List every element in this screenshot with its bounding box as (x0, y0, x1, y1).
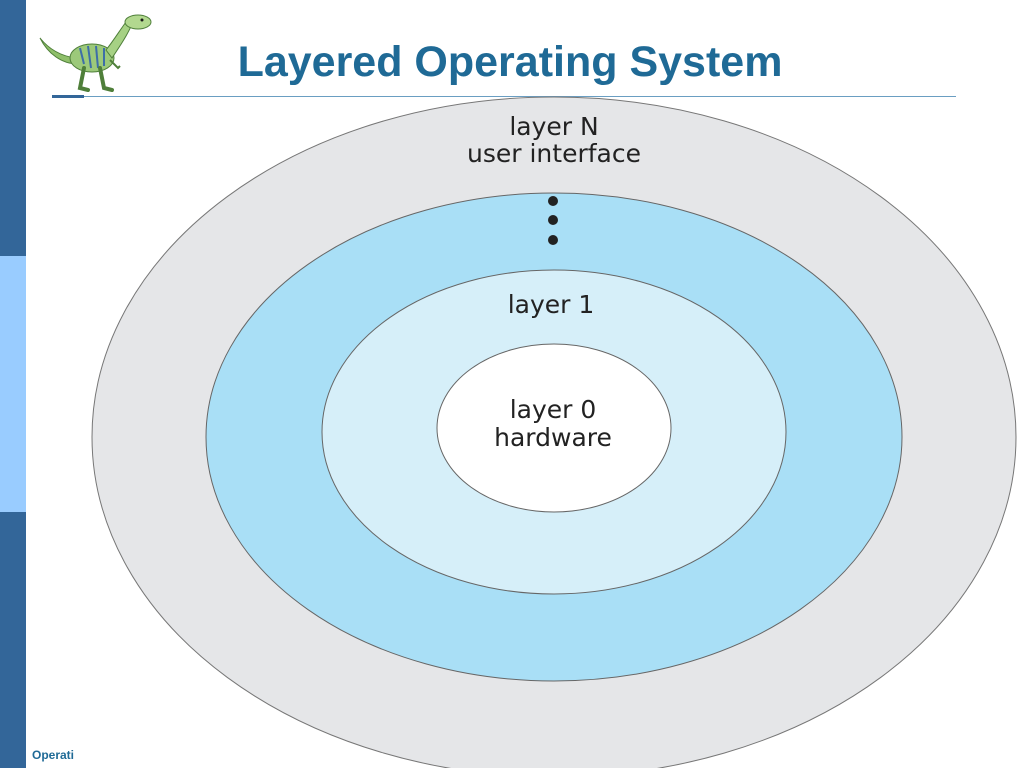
layer-n-sublabel: user interface (467, 139, 641, 168)
ellipsis-dot (548, 215, 558, 225)
slide-title: Layered Operating System (237, 38, 783, 86)
layer-1-label: layer 1 (508, 290, 595, 319)
ellipsis-dot (548, 235, 558, 245)
layer-0-sublabel: hardware (494, 423, 612, 452)
side-bar-middle (0, 256, 26, 512)
ellipsis-dot (548, 196, 558, 206)
layer-0-label: layer 0 (510, 395, 597, 424)
side-bar-top (0, 0, 26, 256)
dinosaur-icon (39, 14, 152, 92)
core-layer-0 (436, 343, 672, 513)
side-bar-bottom (0, 512, 26, 768)
layer-n-label: layer N (509, 112, 598, 141)
footer-text: Operati (32, 748, 75, 762)
title-divider (52, 96, 956, 97)
title-divider-accent (52, 95, 84, 98)
